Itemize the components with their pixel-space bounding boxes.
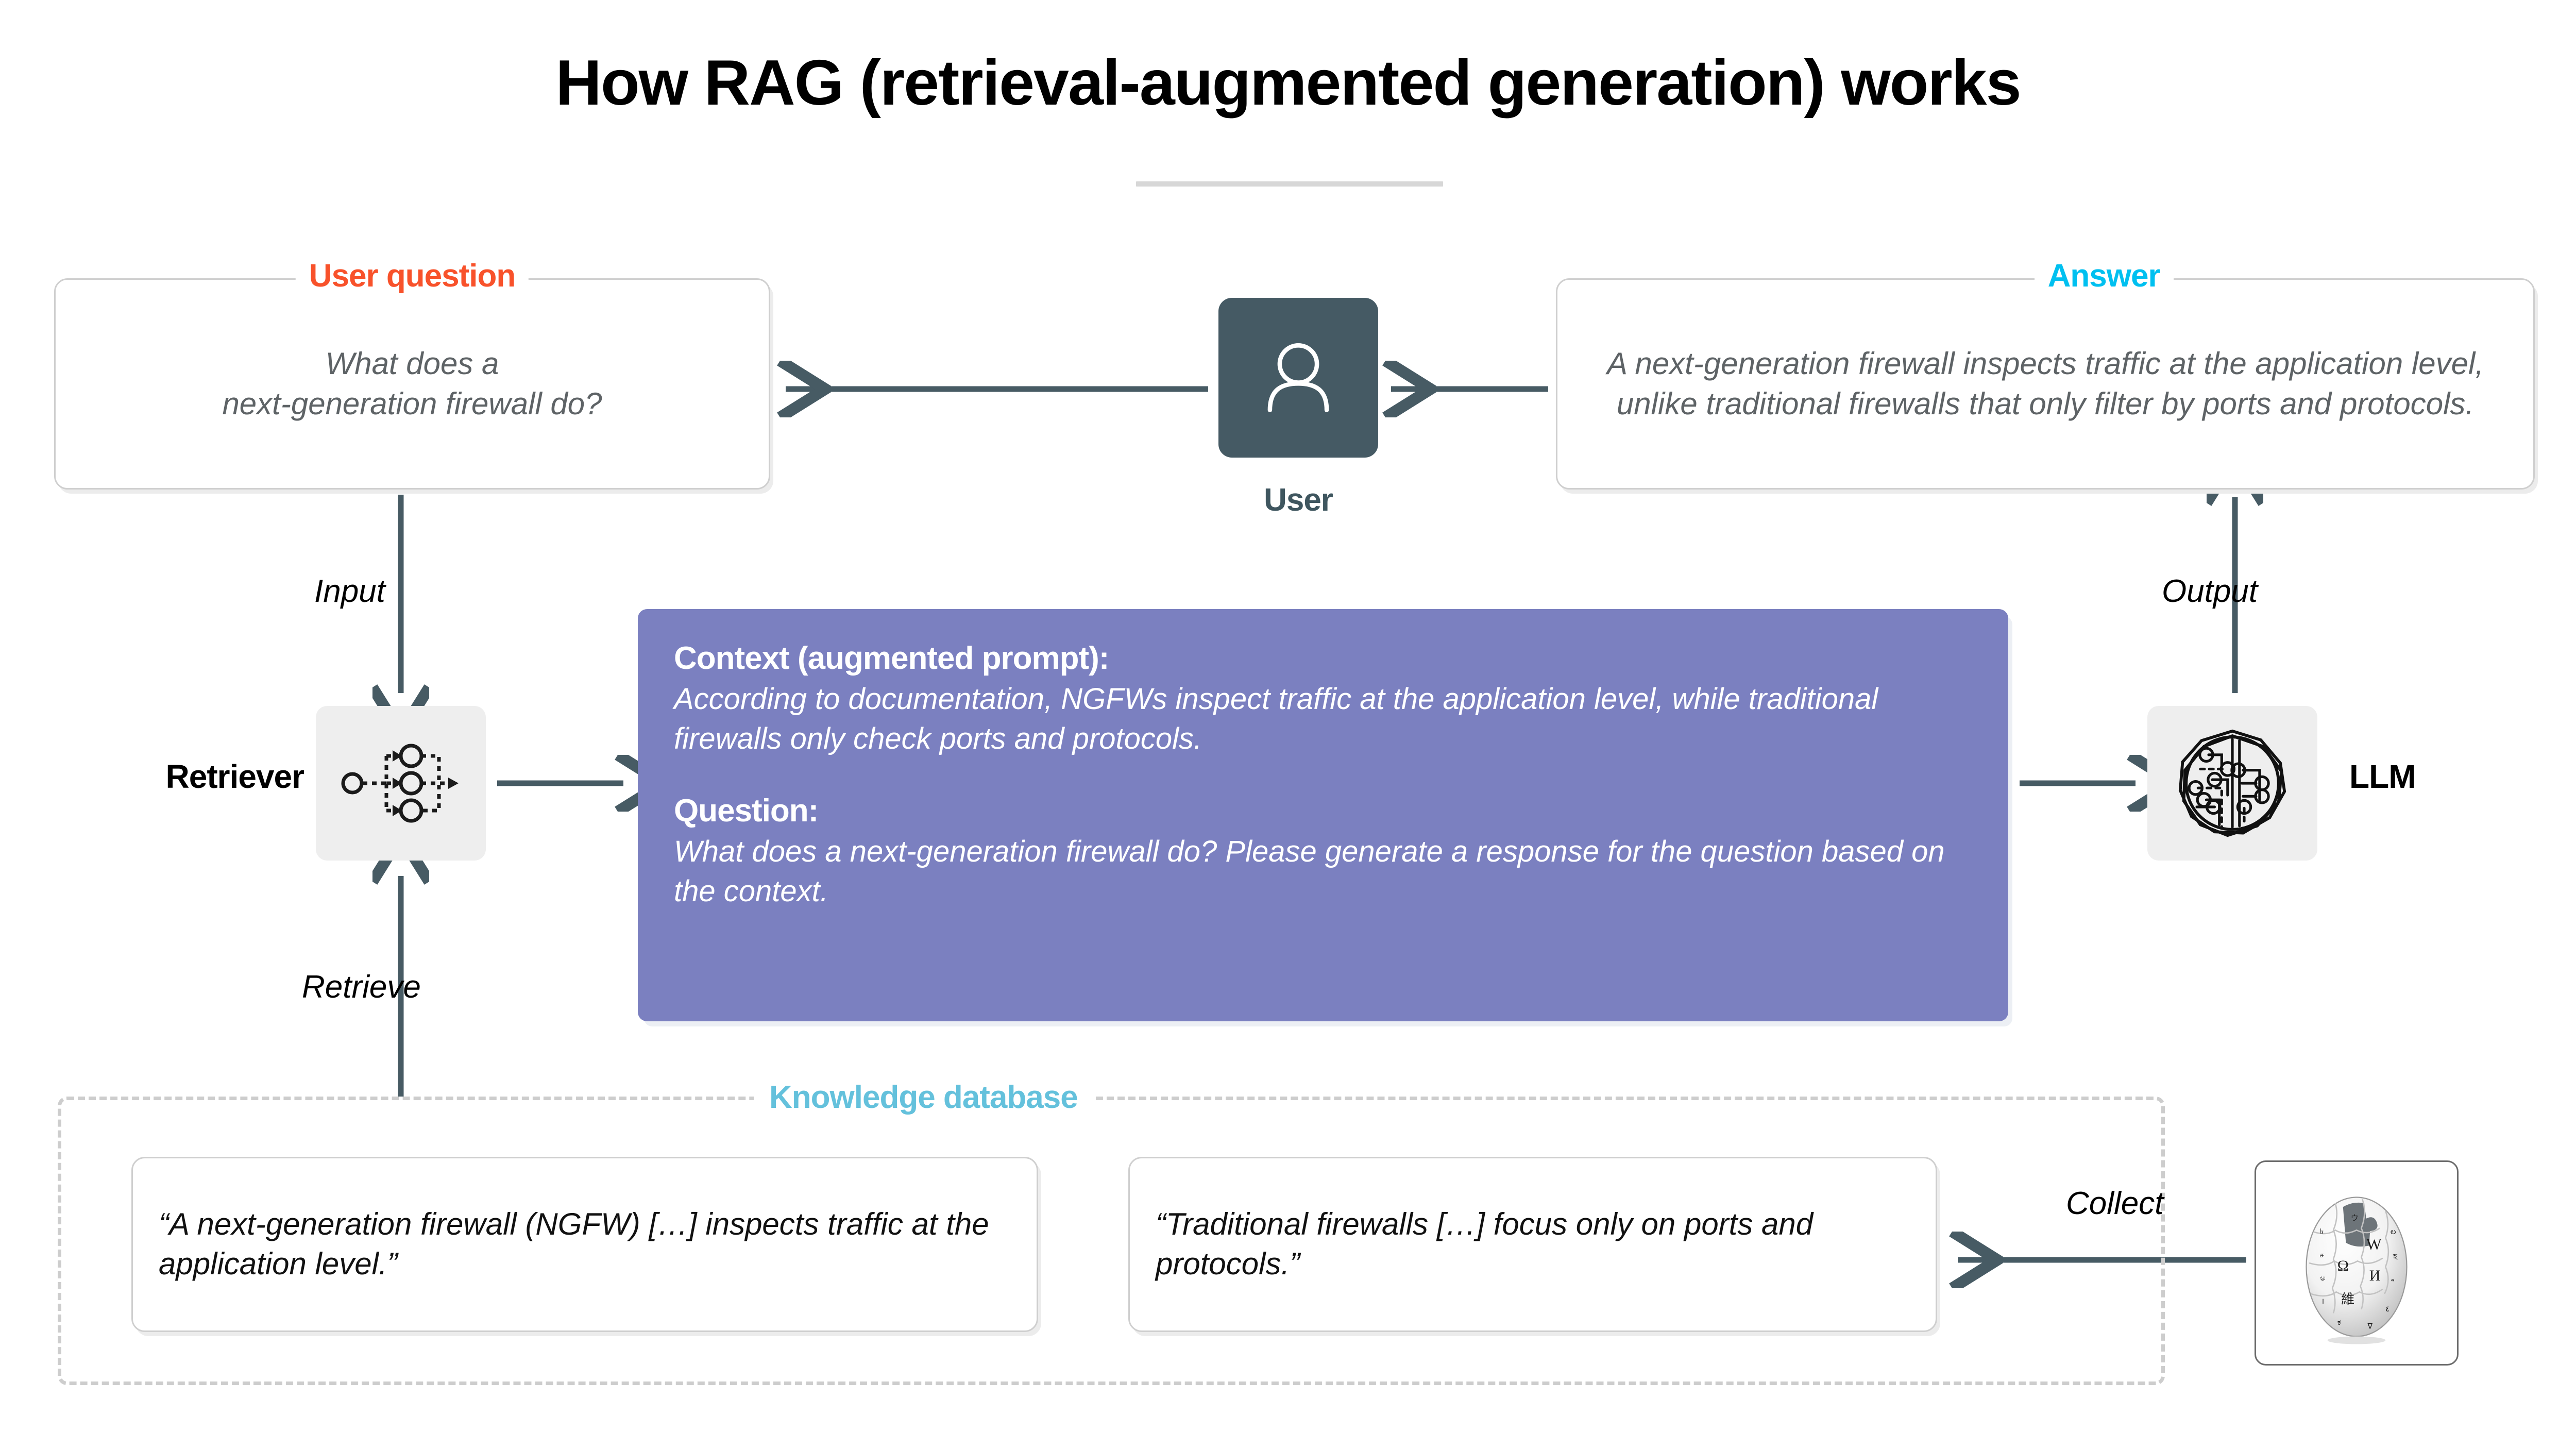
context-body: According to documentation, NGFWs inspec… (674, 682, 1878, 755)
retriever-label: Retriever (165, 758, 305, 795)
arrow-label-output: Output (2162, 574, 2258, 609)
llm-tile (2147, 706, 2317, 861)
svg-text:W: W (2366, 1235, 2382, 1253)
svg-text:ల: ల (2391, 1228, 2396, 1236)
svg-text:ச: ச (2319, 1251, 2324, 1259)
answer-text: A next-generation firewall inspects traf… (1606, 346, 2484, 421)
user-question-legend: User question (295, 248, 529, 305)
knowledge-database-frame (58, 1097, 2165, 1385)
retriever-tile (316, 706, 486, 861)
knowledge-card-text: “Traditional firewalls […] focus only on… (1156, 1207, 1814, 1281)
svg-text:ᐁ: ᐁ (2367, 1323, 2373, 1331)
question-body: What does a next-generation firewall do?… (674, 835, 1945, 908)
svg-text:ಕ: ಕ (2337, 1319, 2341, 1327)
retriever-flow-icon (341, 744, 459, 823)
avatar (1218, 298, 1378, 458)
llm-label: LLM (2349, 758, 2416, 795)
question-heading: Question: (674, 793, 819, 829)
knowledge-card-text: “A next-generation firewall (NGFW) […] i… (159, 1207, 989, 1281)
knowledge-database-legend: Knowledge database (754, 1069, 1093, 1126)
ai-brain-circuit-icon (2178, 729, 2286, 837)
svg-text:হ: হ (2393, 1253, 2398, 1261)
svg-text:٤: ٤ (2385, 1305, 2389, 1313)
answer-box: Answer A next-generation firewall inspec… (1556, 248, 2535, 490)
svg-text:ウ: ウ (2351, 1214, 2359, 1223)
page-title: How RAG (retrieval-augmented generation)… (555, 47, 2021, 119)
arrow-label-input: Input (314, 574, 385, 609)
context-box: Context (augmented prompt): According to… (638, 609, 2008, 1021)
svg-text:।: । (2321, 1298, 2325, 1306)
context-heading: Context (augmented prompt): (674, 641, 1109, 676)
wikipedia-source-tile: W Ω И 維 ৳ ச ಅ । ಕ ᐁ ల হ ็ ٤ ウ (2255, 1160, 2459, 1366)
svg-text:Ω: Ω (2337, 1257, 2349, 1274)
knowledge-card: “A next-generation firewall (NGFW) […] i… (131, 1157, 1038, 1332)
arrow-label-collect: Collect (2066, 1186, 2164, 1221)
svg-text:৳: ৳ (2320, 1228, 2324, 1236)
svg-text:ಅ: ಅ (2320, 1274, 2325, 1283)
svg-text:維: 維 (2341, 1292, 2354, 1307)
arrow-label-retrieve: Retrieve (302, 969, 421, 1005)
svg-text:И: И (2369, 1267, 2381, 1284)
wikipedia-globe-icon: W Ω И 維 ৳ ச ಅ । ಕ ᐁ ల হ ็ ٤ ウ (2306, 1197, 2408, 1344)
user-label: User (1264, 482, 1333, 518)
title-divider (1136, 181, 1443, 187)
person-icon (1267, 343, 1329, 412)
knowledge-card: “Traditional firewalls […] focus only on… (1128, 1157, 1937, 1332)
answer-legend: Answer (2034, 248, 2174, 305)
